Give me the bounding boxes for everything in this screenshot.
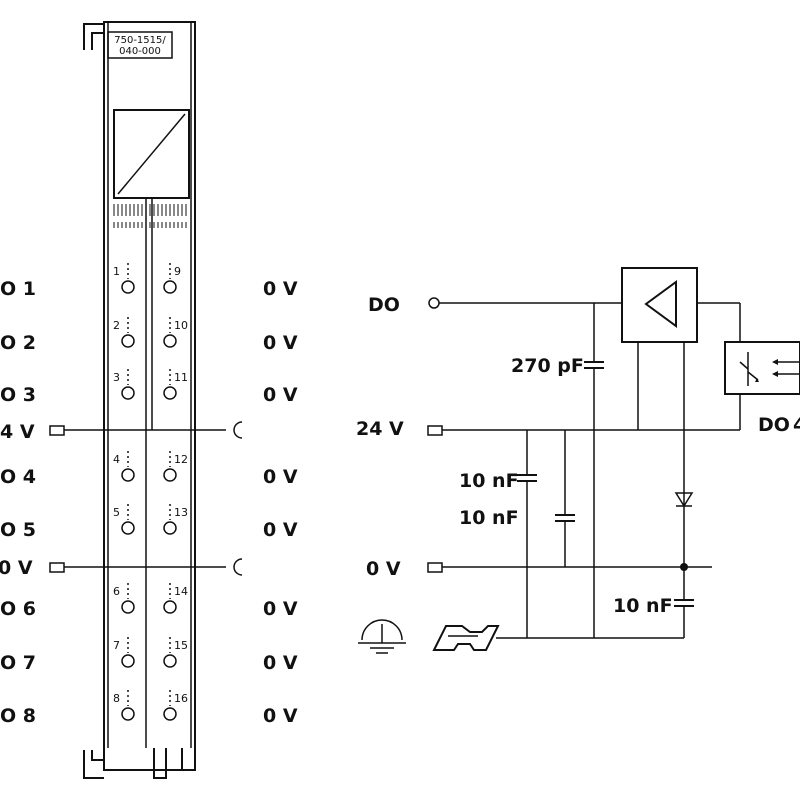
driver-block bbox=[621, 267, 698, 343]
contact-left bbox=[121, 280, 135, 294]
diode bbox=[674, 492, 694, 508]
contact-right bbox=[163, 654, 177, 668]
contact-right bbox=[163, 334, 177, 348]
pin-number-left: 6 bbox=[113, 585, 120, 598]
part-number-label-box bbox=[107, 31, 173, 59]
supply-rails bbox=[49, 421, 243, 576]
pin-number-left: 2 bbox=[113, 319, 120, 332]
contact-right bbox=[163, 600, 177, 614]
channel-label-right: 0 V bbox=[263, 519, 298, 541]
contact-left bbox=[121, 654, 135, 668]
terminal-24v-left bbox=[49, 425, 65, 436]
part-number-line1: 750-1515/ bbox=[114, 35, 166, 46]
channel-label-right: 0 V bbox=[263, 332, 298, 354]
channel-label-left: O 2 bbox=[0, 332, 36, 354]
contact-right bbox=[163, 468, 177, 482]
part-number-line2: 040-000 bbox=[119, 46, 161, 57]
contact-right bbox=[163, 280, 177, 294]
driver-triangle bbox=[644, 280, 677, 328]
pin-number-left: 3 bbox=[113, 371, 120, 384]
plug-24v-right bbox=[233, 421, 243, 439]
channel-label-left: O 5 bbox=[0, 519, 36, 541]
channel-label-right: 0 V bbox=[263, 278, 298, 300]
channel-label-right: 0 V bbox=[263, 384, 298, 406]
label-do-right: DO bbox=[758, 414, 790, 436]
label-do: DO bbox=[368, 294, 400, 316]
channel-label-left: O 8 bbox=[0, 705, 36, 727]
channel-label-left: O 3 bbox=[0, 384, 36, 406]
pin-number-right: 10 bbox=[174, 319, 188, 332]
label-cap-270pf: 270 pF bbox=[511, 355, 584, 377]
channel-label-left: O 1 bbox=[0, 278, 36, 300]
contact-right bbox=[163, 386, 177, 400]
pin-number-right: 11 bbox=[174, 371, 188, 384]
contact-left bbox=[121, 334, 135, 348]
terminal-0v bbox=[427, 562, 443, 573]
contact-right bbox=[163, 521, 177, 535]
terminal-0v-left bbox=[49, 562, 65, 573]
pin-number-right: 14 bbox=[174, 585, 188, 598]
label-0v-module: 0 V bbox=[0, 557, 33, 579]
do-terminal bbox=[428, 297, 440, 309]
pin-number-right: 15 bbox=[174, 639, 188, 652]
terminal-24v bbox=[427, 425, 443, 436]
channel-label-right: 0 V bbox=[263, 466, 298, 488]
pin-number-right: 9 bbox=[174, 265, 181, 278]
channel-label-left: O 7 bbox=[0, 652, 36, 674]
contact-pins-hatching bbox=[113, 204, 187, 228]
label-cap-10nf-1: 10 nF bbox=[459, 470, 519, 492]
pin-number-left: 1 bbox=[113, 265, 120, 278]
terminal-group: O 1 1 9 0 V O 2 2 10 0 V O 3 3 11 0 V O 4 4 12 0 V O 5 5 1… bbox=[0, 263, 298, 727]
optocoupler-block bbox=[724, 341, 800, 395]
contact-left bbox=[121, 468, 135, 482]
earth-ground-icon bbox=[358, 619, 406, 654]
pin-number-right: 13 bbox=[174, 506, 188, 519]
label-0v: 0 V bbox=[366, 558, 401, 580]
contact-left bbox=[121, 600, 135, 614]
pin-number-left: 8 bbox=[113, 692, 120, 705]
label-do-right-suffix: 4 bbox=[793, 414, 800, 436]
contact-right bbox=[163, 707, 177, 721]
channel-label-right: 0 V bbox=[263, 598, 298, 620]
io-module: 750-1515/ 040-000 bbox=[83, 21, 196, 779]
label-cap-10nf-2: 10 nF bbox=[459, 507, 519, 529]
label-24v: 24 V bbox=[356, 418, 404, 440]
output-circuit bbox=[358, 267, 800, 654]
din-rail-icon bbox=[432, 625, 500, 651]
pin-number-right: 12 bbox=[174, 453, 188, 466]
label-cap-10nf-3: 10 nF bbox=[613, 595, 673, 617]
pin-number-left: 7 bbox=[113, 639, 120, 652]
contact-left bbox=[121, 386, 135, 400]
channel-label-left: O 6 bbox=[0, 598, 36, 620]
pin-number-left: 5 bbox=[113, 506, 120, 519]
channel-label-right: 0 V bbox=[263, 705, 298, 727]
channel-label-right: 0 V bbox=[263, 652, 298, 674]
channel-label-left: O 4 bbox=[0, 466, 36, 488]
contact-left bbox=[121, 521, 135, 535]
pin-number-left: 4 bbox=[113, 453, 120, 466]
pin-number-right: 16 bbox=[174, 692, 188, 705]
contact-left bbox=[121, 707, 135, 721]
plug-0v-right bbox=[233, 558, 243, 576]
label-24v-module: 4 V bbox=[0, 421, 35, 443]
